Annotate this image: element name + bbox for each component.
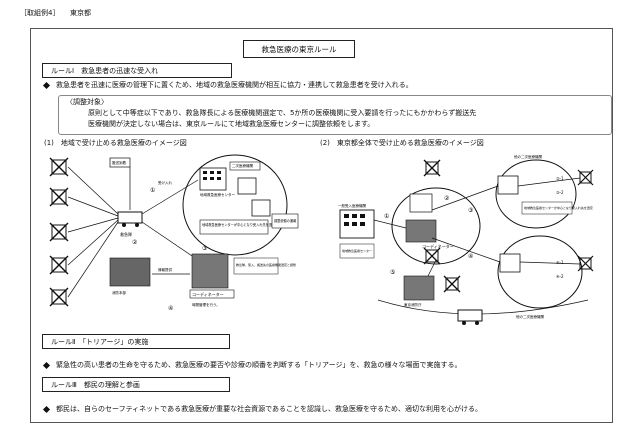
refused-hospital-icon — [49, 187, 69, 207]
prefecture-label: 東京都 — [70, 9, 91, 17]
rule1-heading: ルールⅠ 救急患者の迅速な受入れ — [42, 63, 232, 78]
fire-label: 東京消防庁 — [404, 302, 422, 307]
center-label: 地域救急医療センター — [342, 248, 372, 253]
request-label: 調整依頼の通報 — [274, 218, 297, 223]
step-2: ② — [444, 195, 450, 202]
coordinator-photo — [191, 253, 229, 289]
fire-hq-photo — [403, 275, 435, 301]
rule2-bullet-text: 緊急性の高い患者の生命を守るため、救急医療の要否や診療の順番を判断する「トリアー… — [56, 361, 462, 369]
step-4-1: ④-1 — [556, 260, 564, 265]
refused-hospital-icon — [49, 157, 69, 177]
example-label: ［取組例4］ — [20, 9, 60, 17]
triage-note: 救急隊、受入、搬送先の医療機関選定と調整 — [236, 262, 296, 267]
region-circle — [182, 154, 288, 256]
page-title: 救急医療の東京ルール — [243, 40, 355, 58]
support-note: 地域救急医療センターが中心となり受入れ先を選定 — [202, 222, 276, 227]
region-other-label: 他の二次医療機関 — [514, 154, 542, 159]
support-note: 地域救急医療センターが中心となり受入れ先を選定 — [524, 205, 593, 210]
step-1: ① — [384, 213, 389, 220]
step-3-2: ③-2 — [556, 190, 564, 195]
step-4: ④ — [168, 305, 173, 312]
step-3: ③ — [202, 245, 207, 252]
rule3-heading: ルールⅢ 都民の理解と参画 — [42, 377, 230, 392]
refused-hospital-icon — [49, 255, 69, 275]
step-4-2: ④-2 — [556, 274, 564, 279]
fire-label: 消防本部 — [112, 290, 126, 295]
other-region-circle — [497, 235, 583, 309]
refused-hospital-icon — [49, 287, 69, 307]
step-3-1: ③-1 — [556, 176, 564, 181]
region-other2-label: 他の二次医療機関 — [516, 314, 544, 319]
hospital-building-icon — [237, 177, 257, 195]
ambulance-icon — [457, 309, 483, 325]
center-region-circle — [391, 187, 481, 265]
rule1-bullet-text: 救急患者を迅速に医療の管理下に置くため、地域の救急医療機関が相互に協力・連携して… — [56, 81, 413, 89]
refused-hospital-icon — [443, 275, 461, 293]
refused-hospital-icon — [577, 169, 594, 186]
info-label: 情報提供 — [158, 267, 172, 272]
ambulance-icon — [117, 211, 143, 227]
step-2: ② — [132, 239, 138, 246]
return-label: 受け入れ — [158, 180, 172, 185]
target-text-line1: 原則として中等症以下であり、救急隊長による医療機関選定で、5か所の医療機関に受入… — [88, 109, 477, 117]
refused-hospital-icon — [49, 222, 69, 242]
hospital-label: 一般受入医療機関 — [338, 203, 366, 208]
diagram1-caption: (1) 地域で受け止める救急医療のイメージ図 — [44, 139, 187, 147]
refused-hospital-icon — [423, 159, 441, 177]
other-region-circle — [495, 159, 577, 229]
coordinator-label: コーディネーター — [422, 243, 454, 249]
refused-hospital-icon — [577, 255, 594, 272]
ambulance-label: 救急隊 — [120, 231, 132, 237]
target-box — [58, 95, 612, 135]
second-label: 二次医療機関 — [232, 163, 253, 168]
arrival-label: 搬送到着 — [112, 160, 126, 165]
fire-hq-photo — [109, 257, 151, 287]
center-building-icon — [499, 253, 521, 273]
step-4: ④ — [468, 253, 473, 260]
coordinator-photo — [405, 219, 437, 243]
diagram1: 救急隊 搬送到着 地域救急医療センター 二次医療機関 地域救急医療センターが中心… — [49, 154, 299, 312]
center-building-icon — [497, 175, 519, 195]
content-frame — [30, 28, 613, 423]
refused-hospital-icon — [423, 247, 441, 265]
rule2-heading: ルールⅡ 「トリアージ」の実施 — [42, 334, 230, 349]
rule3-bullet-text: 都民は、自らのセーフティネットである救急医療が重要な社会資源であることを認識し、… — [56, 405, 483, 413]
diagram2-caption: (2) 東京都全体で受け止める救急医療のイメージ図 — [320, 139, 484, 147]
target-text-line2: 医療機関が決定しない場合は、東京ルールにて地域救急医療センターに調整依頼をします… — [88, 120, 375, 128]
step-1: ① — [150, 187, 155, 194]
target-label: 〈調整対象〉 — [66, 98, 108, 106]
step-5: ⑤ — [390, 269, 395, 276]
step-3: ③ — [468, 207, 473, 214]
time-note: 時間管理を行う。 — [192, 302, 220, 307]
diagram2: 一般受入医療機関 地域救急医療センター コーディネーター 東京消防庁 他の二次医… — [338, 154, 594, 325]
coordinator-label: コーディネーター — [192, 291, 224, 297]
center-label: 地域救急医療センター — [200, 192, 235, 197]
hospital-building-icon — [251, 199, 271, 217]
